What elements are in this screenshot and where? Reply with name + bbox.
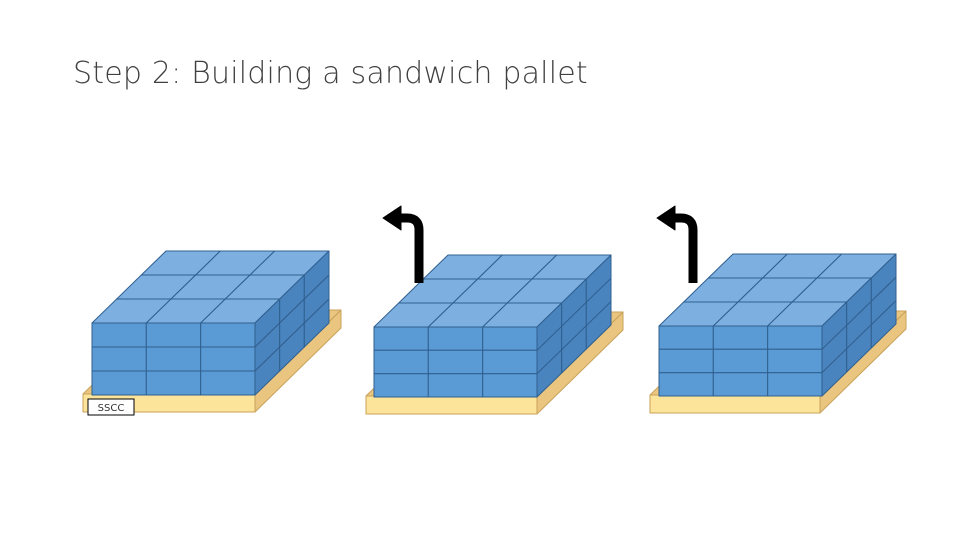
carton-front bbox=[712, 348, 769, 374]
pallet-stack-2 bbox=[365, 254, 624, 415]
carton-front bbox=[145, 346, 202, 372]
carton-front bbox=[373, 326, 429, 351]
carton-front bbox=[91, 322, 147, 348]
carton-side bbox=[870, 300, 897, 349]
arrow-shaft bbox=[673, 213, 698, 283]
pallet-stack-1 bbox=[82, 250, 342, 413]
carton-front bbox=[427, 373, 484, 398]
carton-front bbox=[767, 348, 823, 374]
carton-front bbox=[712, 325, 769, 350]
pallet-front bbox=[649, 394, 821, 414]
carton-front bbox=[200, 322, 256, 348]
sscc-label: SSCC bbox=[87, 398, 135, 416]
slide-title: Step 2: Building a sandwich pallet bbox=[73, 56, 588, 91]
carton-front bbox=[373, 349, 429, 375]
carton-front bbox=[658, 372, 714, 397]
carton-front bbox=[767, 325, 823, 350]
arrow-head bbox=[656, 205, 676, 231]
carton-front bbox=[145, 370, 202, 396]
carton-side bbox=[303, 298, 330, 348]
carton-front bbox=[658, 348, 714, 374]
sscc-label-box bbox=[87, 398, 135, 416]
carton-front bbox=[427, 349, 484, 375]
arrows bbox=[382, 205, 698, 283]
turn-back-arrow-icon bbox=[656, 205, 698, 283]
sscc-label-text: SSCC bbox=[98, 403, 125, 414]
pallet-stack-3 bbox=[649, 253, 907, 414]
carton-front bbox=[427, 326, 484, 351]
pallet-front bbox=[365, 395, 538, 415]
carton-front bbox=[373, 373, 429, 398]
carton-front bbox=[658, 325, 714, 350]
arrow-shaft bbox=[399, 213, 424, 283]
carton-front bbox=[200, 346, 256, 372]
arrow-head bbox=[382, 205, 402, 231]
pallet-stacks bbox=[82, 250, 907, 415]
carton-front bbox=[482, 349, 538, 375]
carton-side bbox=[585, 301, 612, 350]
carton-front bbox=[200, 370, 256, 396]
carton-front bbox=[767, 372, 823, 397]
carton-front bbox=[91, 346, 147, 372]
carton-front bbox=[712, 372, 769, 397]
carton-front bbox=[91, 370, 147, 396]
carton-front bbox=[482, 326, 538, 351]
carton-front bbox=[482, 373, 538, 398]
carton-front bbox=[145, 322, 202, 348]
turn-back-arrow-icon bbox=[382, 205, 424, 283]
